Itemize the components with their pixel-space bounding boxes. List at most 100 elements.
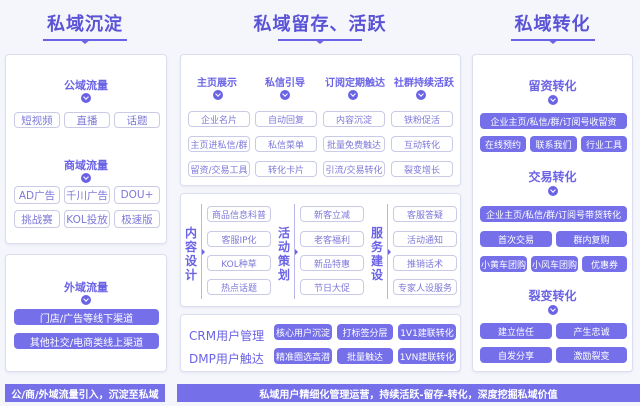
- left-column-title: 私域沉淀: [47, 14, 123, 35]
- service-building-tag[interactable]: 推销话术: [393, 255, 457, 271]
- dmp-tag[interactable]: 批量触达: [337, 348, 393, 364]
- touchpoint-tag[interactable]: 私信菜单: [255, 136, 317, 152]
- operation-design-panel: 内容设计 商品信息科普 客服IP化 KOL种草 热点话题 活动策划 新客立减 老…: [180, 193, 461, 307]
- chevron-down-icon: [81, 93, 91, 103]
- service-building-divider: [387, 204, 388, 299]
- commercial-tag[interactable]: AD广告: [14, 186, 60, 204]
- activity-planning-tag[interactable]: 新客立减: [300, 206, 364, 222]
- category-dm: 私信引导: [265, 78, 305, 89]
- content-design-tag[interactable]: KOL种草: [207, 255, 271, 271]
- crm-label: CRM用户管理: [189, 329, 265, 343]
- touchpoint-tag[interactable]: 企业名片: [188, 111, 250, 127]
- external-channel[interactable]: 门店/广告等线下渠道: [14, 309, 159, 325]
- middle-title-underline: [278, 39, 362, 41]
- content-design-tag[interactable]: 商品信息科普: [207, 206, 271, 222]
- fission-tag[interactable]: 产生忠诚: [556, 323, 627, 339]
- commercial-tag[interactable]: 挑战赛: [14, 210, 60, 228]
- dmp-tag[interactable]: 精准圈选高潜: [274, 348, 332, 364]
- touchpoint-tag[interactable]: 主页进私信/群: [188, 136, 250, 152]
- fission-tag[interactable]: 建立信任: [480, 323, 552, 339]
- content-design-tag[interactable]: 热点话题: [207, 279, 271, 295]
- service-building-tag[interactable]: 专家人设服务: [393, 279, 457, 295]
- activity-planning-tag[interactable]: 新品特惠: [300, 255, 364, 271]
- commercial-tag[interactable]: KOL投放: [64, 210, 110, 228]
- middle-column-title: 私域留存、活跃: [253, 14, 387, 35]
- dmp-tag[interactable]: 1VN建联转化: [398, 348, 456, 364]
- lead-tag[interactable]: 行业工具: [581, 136, 627, 152]
- commercial-tag[interactable]: DOU+: [114, 186, 160, 204]
- trade-tag[interactable]: 小黄车团购: [480, 256, 527, 272]
- chevron-down-icon: [81, 173, 91, 183]
- touchpoint-tag[interactable]: 互动转化: [391, 136, 453, 152]
- trade-tag[interactable]: 小风车团购: [531, 256, 578, 272]
- touchpoint-tag[interactable]: 转化卡片: [255, 161, 317, 177]
- content-design-divider: [201, 204, 202, 299]
- activity-planning-label: 活动策划: [277, 226, 291, 282]
- public-tag[interactable]: 短视频: [14, 112, 60, 128]
- main-footer-banner: 私域用户精细化管理运营，持续活跃-留存-转化，深度挖掘私域价值: [177, 384, 640, 402]
- commercial-tag[interactable]: 极速版: [114, 210, 160, 228]
- touchpoint-panel: 主页展示 私信引导 订阅定期触达 社群持续活跃 企业名片 自动回复 内容沉淀 铁…: [180, 54, 461, 186]
- lead-conversion-title: 留资转化: [528, 79, 577, 93]
- service-building-label: 服务建设: [370, 226, 384, 282]
- left-footer-banner: 公/商/外域流量引入，沉淀至私域: [5, 384, 165, 402]
- crm-tag[interactable]: 1V1建联转化: [398, 324, 456, 340]
- service-building-text: 服务建设: [370, 226, 383, 282]
- service-building-tag[interactable]: 客服答疑: [393, 206, 457, 222]
- chevron-down-icon: [213, 90, 223, 100]
- touchpoint-tag[interactable]: 批量免费触达: [323, 136, 385, 152]
- trade-wide-tag[interactable]: 企业主页/私信/群/订阅号带货转化: [480, 206, 627, 222]
- right-column-title: 私域转化: [514, 14, 591, 35]
- lead-tag[interactable]: 在线预约: [480, 136, 526, 152]
- category-community: 社群持续活跃: [394, 78, 454, 89]
- crm-tag[interactable]: 核心用户沉淀: [274, 324, 332, 340]
- touchpoint-tag[interactable]: 内容沉淀: [323, 111, 385, 127]
- service-building-tag[interactable]: 活动通知: [393, 231, 457, 247]
- fission-tag[interactable]: 激励裂变: [556, 347, 627, 363]
- user-management-panel: CRM用户管理 核心用户沉淀 打标签分层 1V1建联转化 DMP用户触达 精准圈…: [180, 314, 461, 372]
- touchpoint-tag[interactable]: 留资/交易工具: [188, 161, 250, 177]
- chevron-down-icon: [547, 186, 558, 196]
- lead-tag[interactable]: 联系我们: [530, 136, 577, 152]
- activity-planning-tag[interactable]: 节日大促: [300, 279, 364, 295]
- touchpoint-tag[interactable]: 铁粉促活: [391, 111, 453, 127]
- content-design-text: 内容设计: [184, 226, 197, 282]
- conversion-panel: 留资转化 企业主页/私信/群/订阅号收留资 在线预约 联系我们 行业工具 交易转…: [472, 54, 633, 372]
- activity-planning-tag[interactable]: 老客福利: [300, 231, 364, 247]
- commercial-domain-title: 商域流量: [64, 159, 108, 172]
- public-tag[interactable]: 直播: [64, 112, 110, 128]
- lead-wide-tag[interactable]: 企业主页/私信/群/订阅号收留资: [480, 113, 627, 129]
- chevron-down-icon: [81, 295, 91, 305]
- dmp-label: DMP用户触达: [189, 352, 264, 366]
- public-commercial-panel: 公域流量 短视频 直播 话题 商域流量 AD广告 千川广告 DOU+ 挑战赛 K…: [5, 54, 167, 244]
- chevron-down-icon: [547, 305, 558, 315]
- trade-conversion-title: 交易转化: [528, 170, 577, 184]
- public-tag[interactable]: 话题: [114, 112, 160, 128]
- right-title-underline: [511, 39, 595, 41]
- chevron-down-icon: [547, 95, 558, 105]
- touchpoint-tag[interactable]: 引流/交易转化: [323, 161, 385, 177]
- left-title-underline: [43, 39, 127, 41]
- trade-tag[interactable]: 群内复购: [556, 231, 627, 247]
- chevron-down-icon: [416, 90, 426, 100]
- chevron-down-icon: [280, 90, 290, 100]
- public-domain-title: 公域流量: [64, 79, 108, 92]
- commercial-tag[interactable]: 千川广告: [64, 186, 110, 204]
- external-domain-panel: 外域流量 门店/广告等线下渠道 其他社交/电商类线上渠道: [5, 254, 167, 372]
- trade-tag[interactable]: 优惠券: [582, 256, 627, 272]
- activity-planning-text: 活动策划: [277, 226, 290, 282]
- touchpoint-tag[interactable]: 裂变增长: [391, 161, 453, 177]
- chevron-down-icon: [348, 90, 358, 100]
- content-design-tag[interactable]: 客服IP化: [207, 231, 271, 247]
- fission-tag[interactable]: 自发分享: [480, 347, 552, 363]
- external-domain-title: 外域流量: [64, 281, 108, 294]
- trade-tag[interactable]: 首次交易: [480, 231, 552, 247]
- category-subscription: 订阅定期触达: [325, 78, 385, 89]
- category-homepage: 主页展示: [197, 78, 237, 89]
- external-channel[interactable]: 其他社交/电商类线上渠道: [14, 333, 159, 349]
- activity-planning-divider: [294, 204, 295, 299]
- fission-conversion-title: 裂变转化: [528, 289, 577, 303]
- crm-tag[interactable]: 打标签分层: [337, 324, 393, 340]
- content-design-label: 内容设计: [184, 226, 198, 282]
- touchpoint-tag[interactable]: 自动回复: [255, 111, 317, 127]
